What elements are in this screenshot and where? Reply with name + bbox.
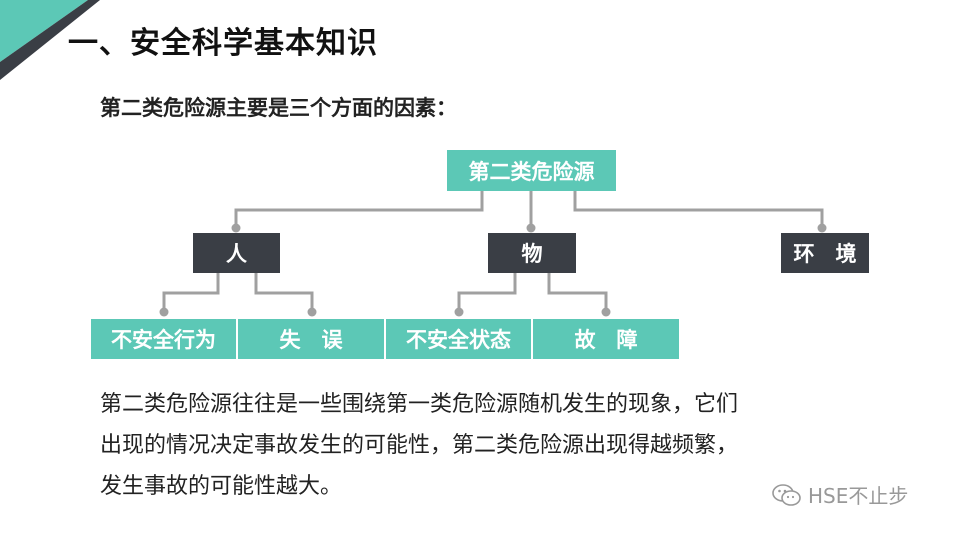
leaf-node-unsafe-state: 不安全状态 (386, 319, 531, 359)
root-node: 第二类危险源 (447, 150, 616, 191)
watermark: HSE不止步 (772, 480, 908, 509)
leaf-node-fault: 故 障 (533, 319, 679, 359)
description-line: 第二类危险源往往是一些围绕第一类危险源随机发生的现象，它们 (100, 392, 739, 417)
category-node-environment: 环 境 (781, 233, 869, 273)
description-paragraph: 第二类危险源往往是一些围绕第一类危险源随机发生的现象，它们 出现的情况决定事故发… (100, 384, 880, 507)
description-line: 出现的情况决定事故发生的可能性，第二类危险源出现得越频繁， (100, 433, 739, 458)
section-subtitle: 第二类危险源主要是三个方面的因素： (100, 96, 457, 120)
watermark-text: HSE不止步 (808, 484, 909, 508)
corner-decoration (0, 0, 100, 80)
description-line: 发生事故的可能性越大。 (100, 474, 343, 499)
leaf-node-mistake: 失 误 (238, 319, 384, 359)
category-node-object: 物 (488, 233, 576, 273)
leaf-node-unsafe-behavior: 不安全行为 (91, 319, 236, 359)
wechat-icon (772, 483, 801, 506)
category-node-person: 人 (193, 233, 280, 273)
page-title: 一、安全科学基本知识 (68, 26, 378, 61)
